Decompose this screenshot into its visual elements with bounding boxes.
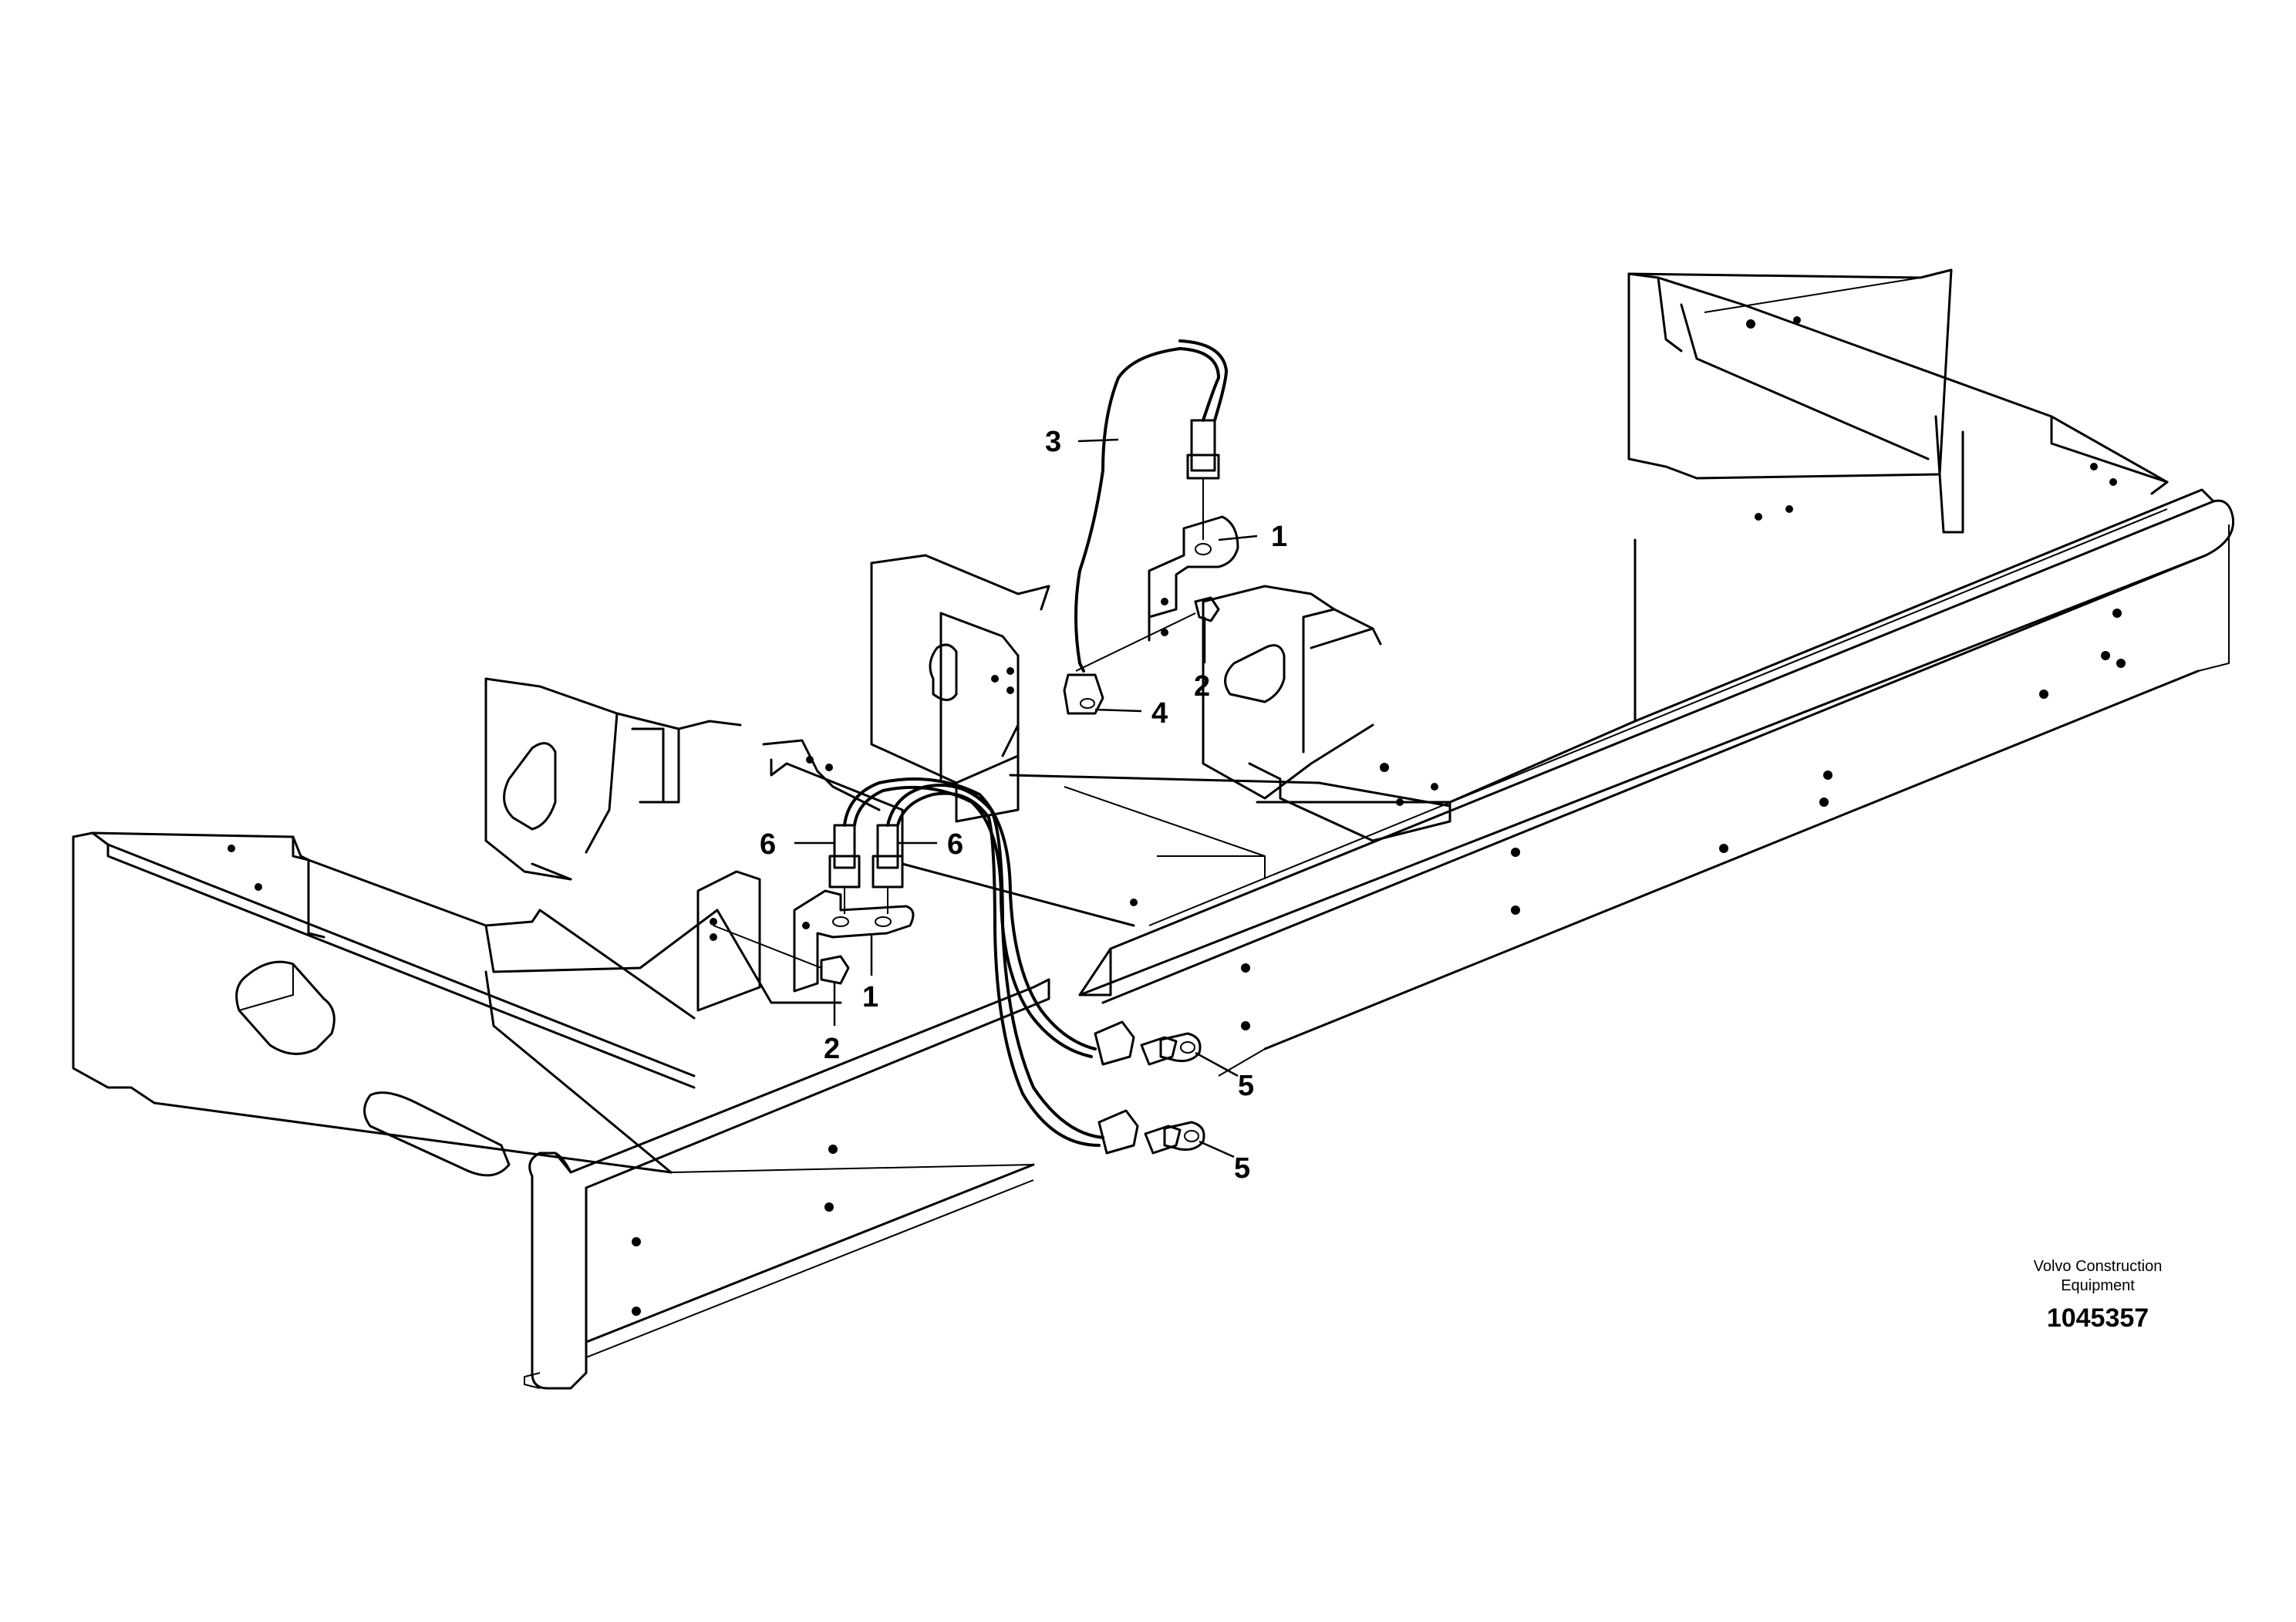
lower-bolt [713,925,850,985]
left-rail [72,831,1034,1177]
cable-clip [1063,673,1104,715]
callout-2-upper-bolt: 2 [1194,670,1210,703]
upper-cable [1074,339,1229,673]
drawing-number: 1045357 [2046,1303,2149,1333]
front-end-beam [524,978,1050,1390]
right-center-plate [1202,585,1382,800]
frame-holes [228,316,2126,1316]
callout-4-clip: 4 [1151,697,1168,730]
upper-sensor-bracket [1148,515,1239,642]
brand-name: Volvo Construction [2033,1258,2163,1275]
upper-bolt [1075,596,1220,672]
lower-sensor-left [828,824,861,914]
callout-3-cable: 3 [1045,426,1061,458]
lower-mounting-plate [696,870,761,1012]
lower-sensor-bracket [793,889,915,993]
brand-block: Volvo Construction Equipment 1045357 [1974,1257,2221,1334]
right-rail [1078,488,2235,1077]
upper-sensor [1186,419,1220,540]
lower-cables [843,777,1104,1147]
leader-lines [794,438,1258,1158]
center-floor-plate [1009,538,1637,879]
callout-1-upper-bracket: 1 [1271,521,1287,553]
lower-ring-terminal [1097,1109,1205,1155]
lower-sensor-right [872,824,904,914]
callout-5-upper-terminal: 5 [1238,1070,1254,1102]
left-center-plate [484,677,742,881]
upper-ring-terminal [1094,1020,1202,1066]
callout-1-lower-bracket: 1 [862,981,878,1013]
frame-structure [72,268,2235,1390]
upper-cross-plate [870,554,1050,823]
callout-5-lower-terminal: 5 [1234,1152,1250,1185]
callouts: 3 1 2 4 6 6 1 2 5 5 [760,426,1287,1185]
callout-6-left-sensor: 6 [760,828,776,861]
callout-2-lower-bolt: 2 [824,1033,840,1065]
right-rear-plate [1627,268,2169,534]
left-inner-plate [762,739,1135,927]
sensor-wiring-assembly [696,339,1239,1155]
brand-subtitle: Equipment [2061,1277,2135,1294]
callout-6-right-sensor: 6 [947,828,963,861]
